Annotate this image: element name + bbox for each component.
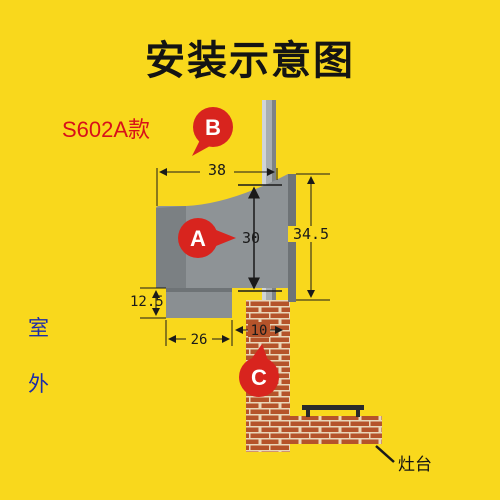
badge-c — [239, 344, 279, 397]
stove-label: 灶台 — [398, 455, 432, 475]
badge-b-label: B — [205, 115, 221, 140]
stove-pointer-line — [375, 445, 395, 463]
badge-b — [192, 107, 233, 156]
dimension-width-bottom — [165, 320, 233, 347]
dimension-width-top-value: 38 — [208, 161, 226, 179]
dimension-height-a — [238, 184, 282, 292]
dimension-width-bottom-value: 26 — [191, 332, 208, 348]
dimension-height-a-value: 30 — [242, 229, 260, 247]
outdoor-label-top: 室 — [28, 316, 49, 340]
badge-a-label: A — [190, 226, 206, 251]
page-title: 安装示意图 — [145, 37, 355, 84]
dimension-height-total — [288, 173, 334, 301]
dimension-height-total-value: 34.5 — [293, 225, 329, 243]
badge-a — [178, 218, 236, 258]
dimension-gap-value: 10 — [251, 323, 268, 339]
stove-shelf — [302, 405, 364, 417]
outdoor-label-bottom: 外 — [28, 372, 49, 396]
dimension-height-bottom-value: 12.5 — [130, 294, 164, 310]
dimension-width-top — [156, 162, 278, 206]
model-label: S602A款 — [62, 117, 151, 142]
dimension-gap — [235, 322, 283, 337]
dimension-height-bottom — [140, 287, 166, 319]
badge-c-label: C — [251, 365, 267, 390]
